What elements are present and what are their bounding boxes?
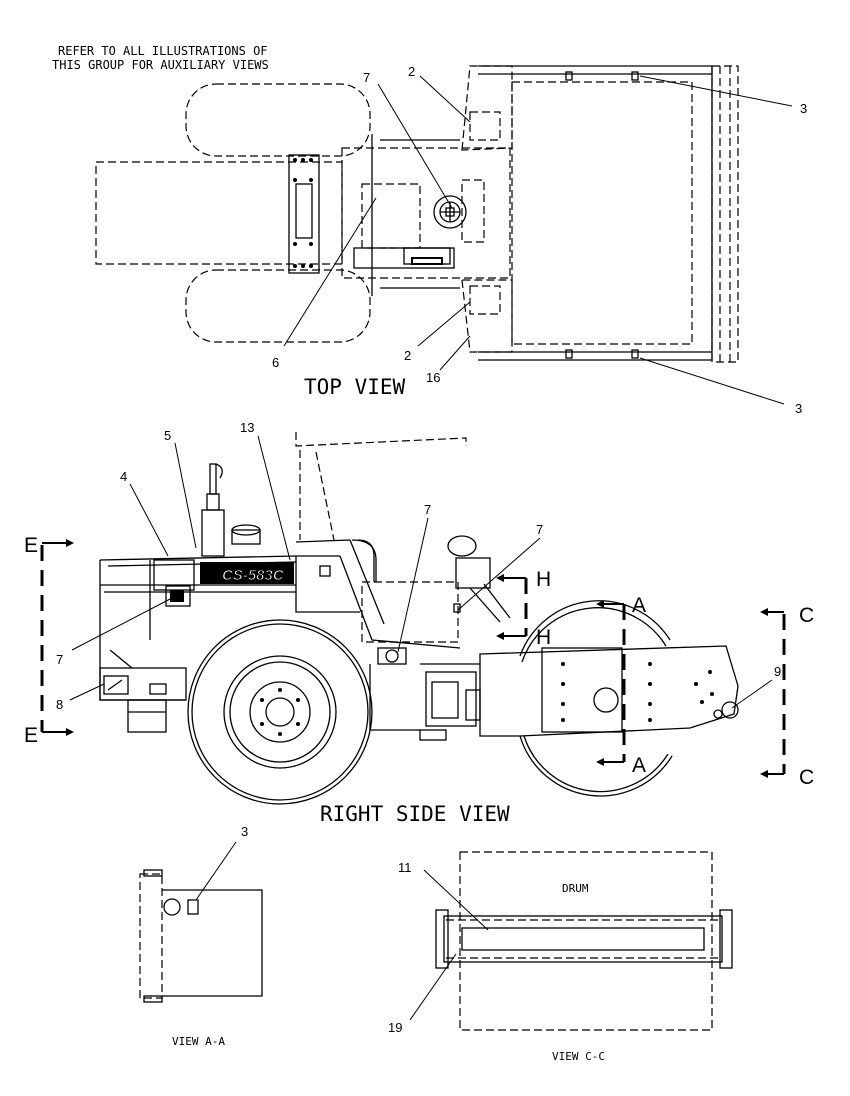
callout-view-c-19: 19 — [388, 1020, 402, 1035]
section-letter-h-top: H — [536, 568, 551, 591]
top-view-title: TOP VIEW — [304, 375, 406, 399]
top-view-callouts: 7 2 3 6 2 16 3 — [272, 64, 807, 416]
view-c-c-title: VIEW C-C — [552, 1050, 605, 1063]
callout-view-c-11: 11 — [398, 860, 412, 875]
section-letter-h-bottom: H — [536, 626, 551, 649]
top-view-drawing — [95, 65, 739, 363]
note-line-1: REFER TO ALL ILLUSTRATIONS OF — [58, 44, 268, 58]
section-letter-c-top: C — [799, 604, 814, 627]
section-marker-e: E E — [24, 534, 74, 747]
callout-top-2a: 2 — [408, 64, 415, 79]
right-side-view-title: RIGHT SIDE VIEW — [320, 802, 510, 826]
section-letter-a-bottom: A — [632, 754, 646, 777]
section-letter-c-bottom: C — [799, 766, 814, 789]
callout-view-a-3: 3 — [241, 824, 248, 839]
view-a-a-drawing: 3 — [139, 824, 263, 1003]
section-marker-h: H H — [496, 568, 551, 649]
note-line-2: THIS GROUP FOR AUXILIARY VIEWS — [52, 58, 269, 72]
drum-label: DRUM — [562, 882, 589, 895]
callout-top-2b: 2 — [404, 348, 411, 363]
side-view-callouts: 5 13 4 7 7 7 8 9 — [56, 420, 781, 712]
side-view-drawing: CS-583C — [99, 432, 739, 805]
callout-top-3a: 3 — [800, 101, 807, 116]
view-c-c-drawing: DRUM 11 19 — [388, 851, 733, 1035]
callout-side-5: 5 — [164, 428, 171, 443]
section-marker-c: C C — [760, 604, 814, 789]
model-decal: CS-583C — [222, 567, 285, 584]
section-letter-a-top: A — [632, 594, 646, 617]
callout-top-3b: 3 — [795, 401, 802, 416]
callout-top-16: 16 — [426, 370, 440, 385]
callout-side-9: 9 — [774, 664, 781, 679]
section-letter-e-top: E — [24, 534, 38, 557]
view-a-a-title: VIEW A-A — [172, 1035, 225, 1048]
callout-side-4: 4 — [120, 469, 127, 484]
callout-side-7c: 7 — [56, 652, 63, 667]
callout-side-7b: 7 — [536, 522, 543, 537]
callout-side-7a: 7 — [424, 502, 431, 517]
section-marker-a: A A — [596, 594, 646, 777]
callout-top-6: 6 — [272, 355, 279, 370]
callout-side-8: 8 — [56, 697, 63, 712]
section-letter-e-bottom: E — [24, 724, 38, 747]
callout-top-7: 7 — [363, 70, 370, 85]
callout-side-13: 13 — [240, 420, 254, 435]
